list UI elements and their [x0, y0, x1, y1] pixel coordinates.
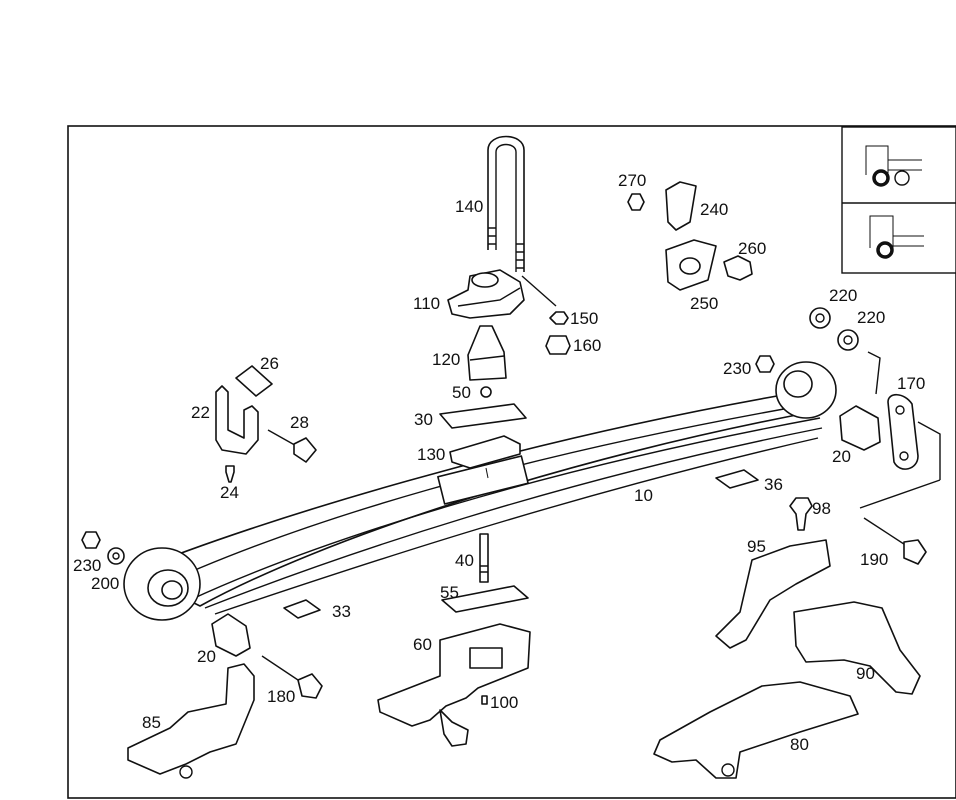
bracket-85 [127, 663, 255, 775]
spacer-130 [449, 435, 521, 469]
washer-220-a [809, 307, 831, 329]
truck-rear-axle-icon [869, 215, 924, 259]
label-60: 60 [413, 635, 432, 654]
bolt-98 [789, 497, 813, 531]
label-40: 40 [455, 551, 474, 570]
label-170: 170 [897, 374, 925, 393]
label-140: 140 [455, 197, 483, 216]
label-30: 30 [414, 410, 433, 429]
washer-220-b [837, 329, 859, 351]
nut-230-rear [81, 531, 101, 549]
part-labels: 10 20 20 22 24 26 28 30 33 36 40 50 55 6… [73, 171, 925, 754]
label-110: 110 [413, 294, 440, 313]
washer-200 [107, 547, 125, 565]
label-24: 24 [220, 483, 239, 502]
label-130: 130 [417, 445, 445, 464]
label-36: 36 [764, 475, 783, 494]
label-220-a: 220 [829, 286, 857, 305]
bushing-20-rear [211, 613, 251, 657]
bolt-24 [225, 465, 235, 483]
label-190: 190 [860, 550, 888, 569]
label-150: 150 [570, 309, 598, 328]
label-10: 10 [634, 486, 653, 505]
label-20-front: 20 [832, 447, 851, 466]
label-260: 260 [738, 239, 766, 258]
shackle-170 [887, 393, 919, 470]
nut-50 [480, 386, 492, 398]
bracket-80 [653, 681, 859, 779]
label-22: 22 [191, 403, 210, 422]
stop-240 [665, 181, 697, 231]
label-20-rear: 20 [197, 647, 216, 666]
label-50: 50 [452, 383, 471, 402]
pad-36 [715, 469, 759, 489]
bolt-190 [863, 517, 927, 565]
nut-230-front [755, 355, 775, 373]
label-95: 95 [747, 537, 766, 556]
bracket-90 [793, 601, 921, 695]
u-bolt [487, 135, 525, 272]
vehicle-inset [841, 126, 956, 274]
label-28: 28 [290, 413, 309, 432]
label-160: 160 [573, 336, 601, 355]
label-250: 250 [690, 294, 718, 313]
label-120: 120 [432, 350, 460, 369]
flange-nut-160 [545, 335, 571, 355]
pad-33 [283, 599, 321, 619]
plate-30 [439, 403, 527, 429]
label-230-rear: 230 [73, 556, 101, 575]
label-33: 33 [332, 602, 351, 621]
bracket-60 [377, 623, 531, 747]
label-200: 200 [91, 574, 119, 593]
bracket-95 [715, 539, 831, 649]
label-180: 180 [267, 687, 295, 706]
label-80: 80 [790, 735, 809, 754]
leaf-spring [123, 361, 837, 621]
bolt-28 [267, 429, 317, 463]
label-85: 85 [142, 713, 161, 732]
bolt-40 [479, 533, 489, 583]
plate-55 [441, 585, 529, 613]
label-100: 100 [490, 693, 518, 712]
shackle-22 [215, 385, 259, 455]
bolt-260 [723, 255, 753, 281]
label-98: 98 [812, 499, 831, 518]
label-240: 240 [700, 200, 728, 219]
bolt-180 [261, 655, 323, 699]
diagram-frame [67, 125, 956, 799]
leader-lines [485, 467, 489, 479]
label-220-b: 220 [857, 308, 885, 327]
label-55: 55 [440, 583, 459, 602]
pin-26 [235, 365, 273, 397]
label-90: 90 [856, 664, 875, 683]
bushing-20-front [839, 405, 881, 451]
pin-100 [481, 695, 488, 705]
spring-saddle [447, 269, 525, 319]
label-270: 270 [618, 171, 646, 190]
label-26: 26 [260, 354, 279, 373]
truck-front-axle-icon [865, 145, 922, 187]
nut-150 [549, 311, 569, 325]
nut-270 [627, 193, 645, 211]
label-230-front: 230 [723, 359, 751, 378]
bump-stop [467, 325, 507, 381]
